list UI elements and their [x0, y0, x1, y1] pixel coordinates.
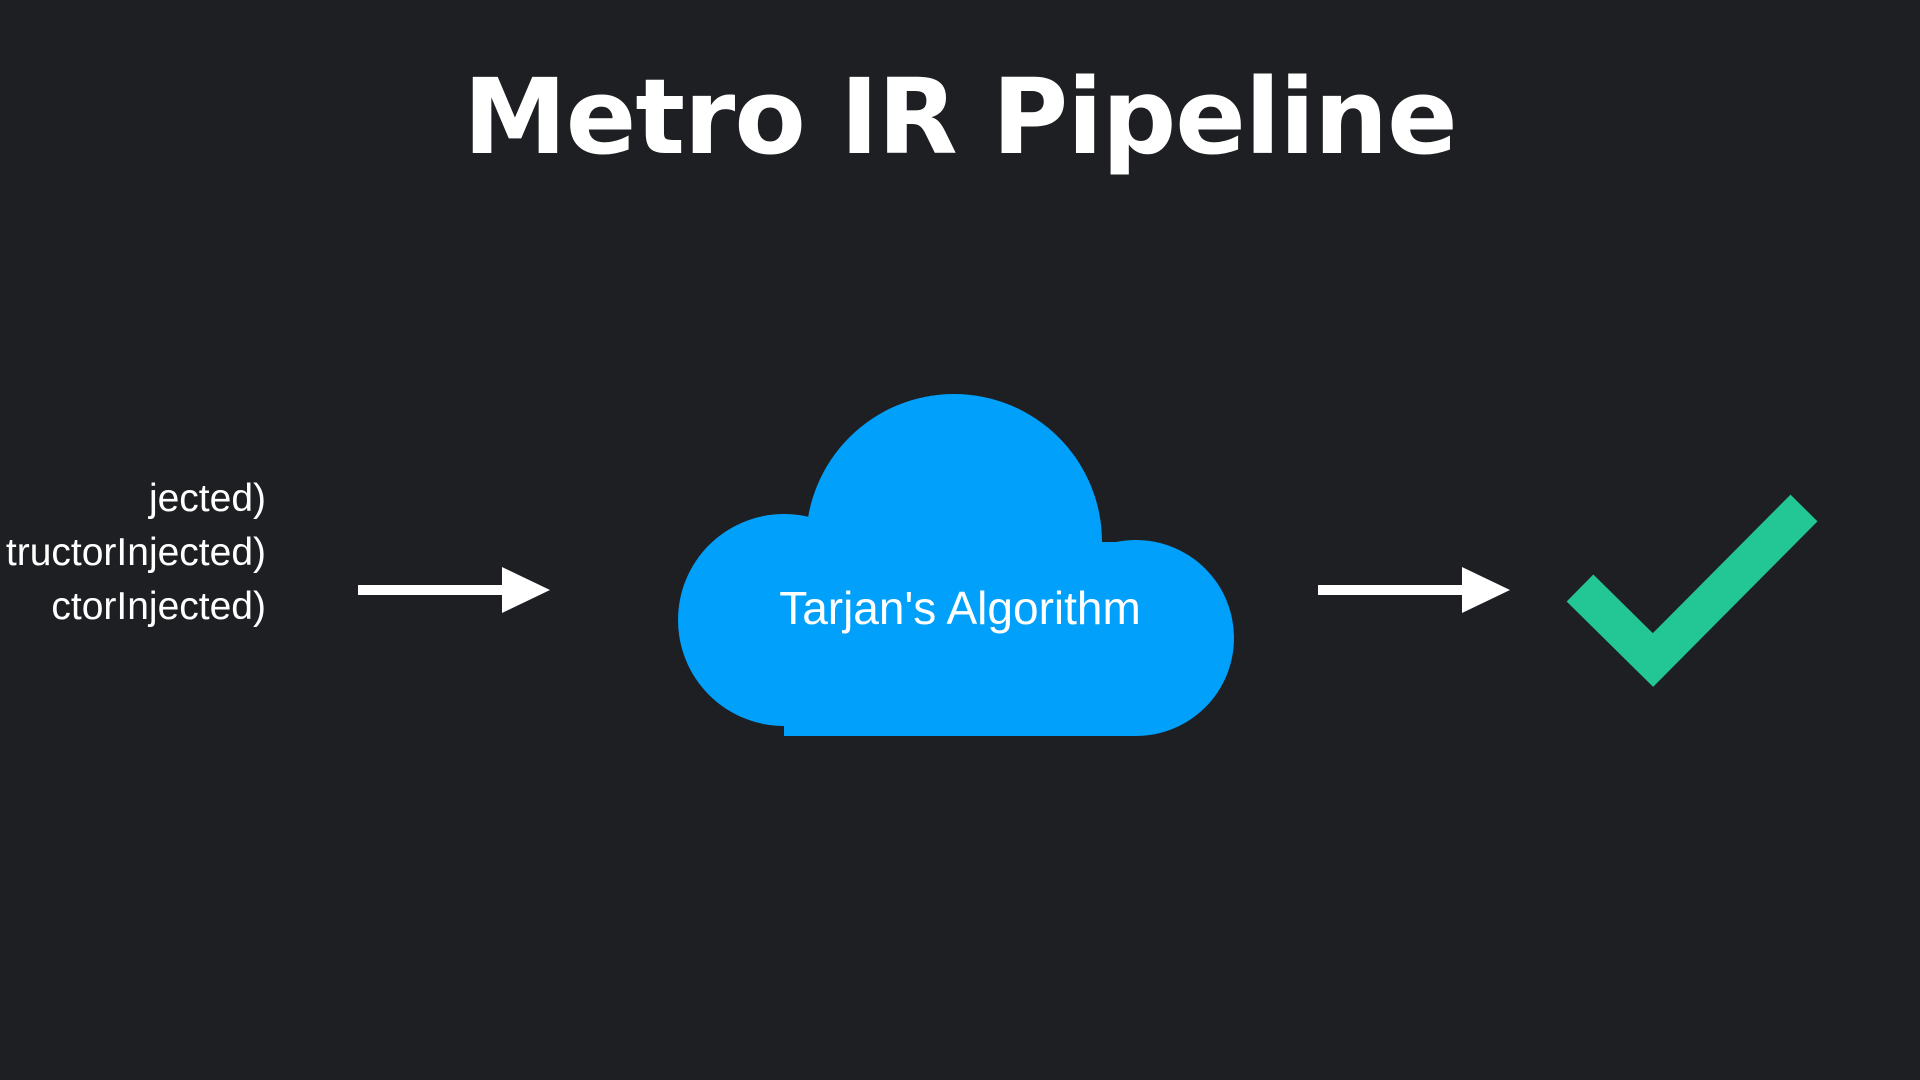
right-arrow-icon [1318, 567, 1510, 613]
checkmark-icon [1566, 494, 1818, 687]
input-line-3: ctorInjected) [51, 585, 266, 628]
right-arrow-icon [358, 567, 550, 613]
cloud-icon [678, 394, 1234, 736]
input-text-block: jected) tructorInjected) ctorInjected) [6, 472, 266, 634]
input-line-1: jected) [148, 477, 266, 520]
slide-title: Metro IR Pipeline [463, 56, 1457, 178]
input-line-2: tructorInjected) [5, 531, 266, 574]
cloud-label: Tarjan's Algorithm [779, 582, 1141, 634]
